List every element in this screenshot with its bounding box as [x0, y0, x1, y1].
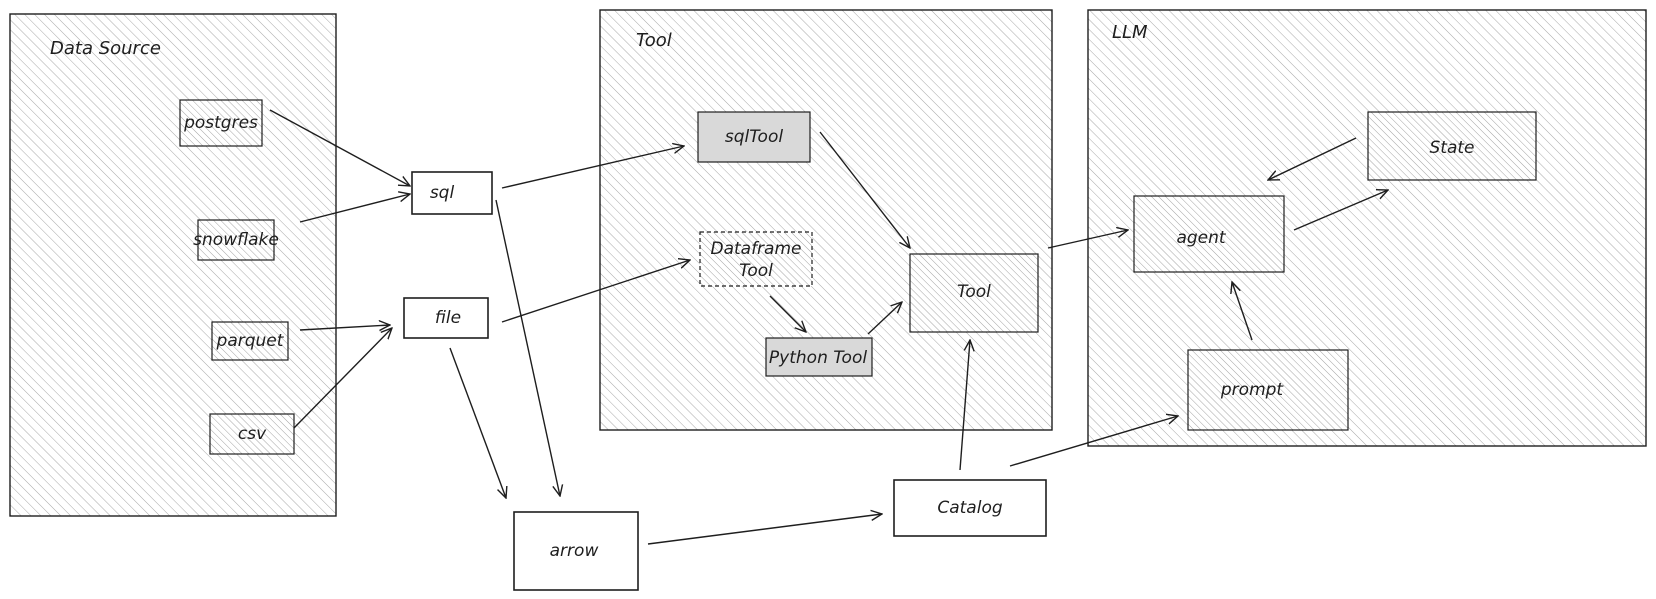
node-prompt-label: prompt — [1220, 380, 1285, 400]
arrow-python-tool-to-tool — [867, 302, 902, 335]
arrow-state-to-agent — [1268, 137, 1357, 180]
node-tool-label: Tool — [957, 282, 991, 302]
arrow-snowflake-to-sql — [299, 194, 410, 223]
node-catalog-label: Catalog — [937, 498, 1002, 518]
node-sql-label: sql — [430, 183, 455, 203]
node-dataframe-tool: Dataframe Tool — [699, 231, 813, 287]
node-agent-label: agent — [1176, 228, 1226, 248]
node-python-tool-label: Python Tool — [769, 348, 867, 368]
arrow-prompt-to-agent — [1232, 282, 1253, 341]
node-state: State — [1367, 111, 1537, 181]
arrow-sqltool-to-tool — [819, 131, 910, 248]
node-dataframe-tool-label-line2: Tool — [739, 261, 773, 281]
node-postgres-label: postgres — [183, 113, 258, 133]
node-snowflake: snowflake — [193, 219, 279, 261]
node-csv-label: csv — [238, 424, 267, 444]
arrow-catalog-to-tool — [959, 340, 970, 471]
frame-tool-title: Tool — [636, 30, 672, 51]
node-catalog: Catalog — [893, 479, 1047, 537]
arrow-sql-to-sqltool — [501, 146, 684, 189]
arrow-postgres-to-sql — [269, 109, 410, 186]
frame-llm-title: LLM — [1112, 22, 1148, 43]
node-csv: csv — [209, 413, 295, 455]
arrow-csv-to-file — [293, 328, 392, 429]
node-sqltool: sqlTool — [697, 111, 811, 163]
node-python-tool: Python Tool — [765, 337, 873, 377]
node-state-label: State — [1430, 138, 1475, 158]
node-prompt: prompt — [1187, 349, 1349, 431]
arrow-catalog-to-prompt — [1009, 416, 1178, 467]
arrow-arrow-to-catalog — [647, 514, 882, 545]
node-parquet-label: parquet — [216, 331, 285, 351]
node-sqltool-label: sqlTool — [725, 127, 783, 147]
node-parquet: parquet — [211, 321, 289, 361]
arrow-parquet-to-file — [299, 325, 390, 330]
arrow-file-to-dataframe-tool — [501, 260, 690, 323]
node-agent: agent — [1133, 195, 1285, 273]
node-file-label: file — [435, 308, 461, 328]
frame-data-source-title: Data Source — [50, 38, 161, 59]
arrow-sql-to-arrow — [495, 199, 560, 496]
node-file: file — [403, 297, 489, 339]
node-arrow-label: arrow — [550, 541, 599, 561]
node-snowflake-label: snowflake — [193, 230, 279, 250]
frame-data-source: Data Source — [9, 13, 337, 517]
arrow-dataframe-tool-to-python-tool — [769, 295, 806, 332]
arrow-agent-to-state — [1293, 190, 1388, 231]
node-postgres: postgres — [179, 99, 263, 147]
node-dataframe-tool-label-line1: Dataframe — [710, 239, 801, 259]
arrow-file-to-arrow — [449, 347, 506, 498]
arrow-tool-to-agent — [1047, 230, 1128, 249]
node-sql: sql — [411, 171, 493, 215]
node-tool: Tool — [909, 253, 1039, 333]
node-arrow: arrow — [513, 511, 639, 591]
